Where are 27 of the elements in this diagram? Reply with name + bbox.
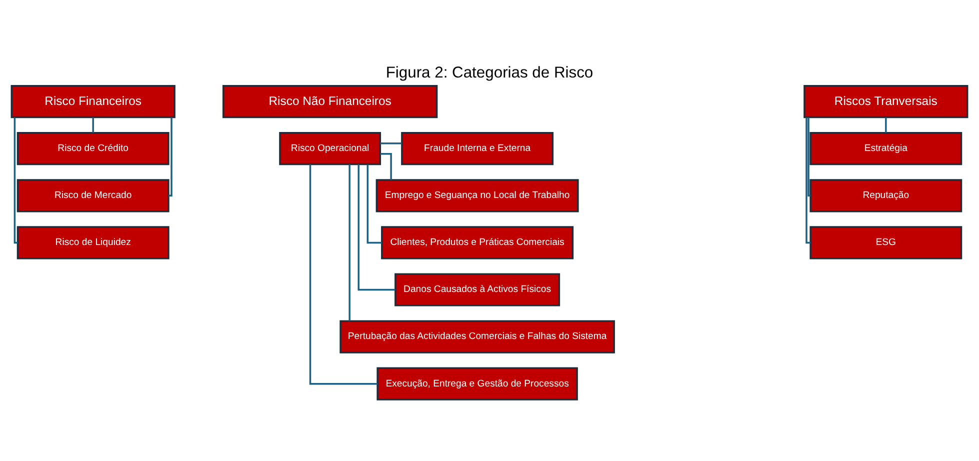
node-box: Risco de Crédito: [16, 132, 170, 166]
node-box: Danos Causados à Activos Físicos: [394, 273, 560, 306]
node-box: Emprego e Seguança no Local de Trabalho: [376, 179, 579, 212]
node-box: Riscos Tranversais: [804, 85, 968, 118]
connector: [380, 152, 392, 180]
connector: [380, 142, 402, 144]
connector: [168, 118, 172, 197]
node-box: Clientes, Produtos e Práticas Comerciais: [381, 226, 574, 260]
node-box: Execução, Entrega e Gestão de Processos: [376, 367, 578, 400]
connector: [885, 117, 887, 133]
connector: [92, 117, 94, 133]
node-box: Risco Financeiros: [10, 85, 176, 118]
connector: [309, 164, 378, 385]
node-box: Fraude Interna e Externa: [401, 132, 554, 166]
connector: [808, 118, 810, 197]
node-box: ESG: [810, 226, 962, 260]
node-box: Pertubação das Actividades Comerciais e Falhas do Sistema: [340, 320, 615, 354]
connector: [348, 164, 350, 321]
node-box: Estratégia: [810, 132, 962, 166]
diagram-title: Figura 2: Categorias de Risco: [386, 64, 594, 82]
node-box: Risco Não Financeiros: [222, 85, 438, 118]
connector: [806, 117, 811, 244]
connector: [358, 164, 396, 291]
node-box: Risco Operacional: [279, 132, 382, 166]
node-box: Risco de Mercado: [16, 179, 170, 212]
node-box: Reputação: [810, 179, 962, 212]
node-box: Risco de Liquidez: [16, 226, 170, 260]
